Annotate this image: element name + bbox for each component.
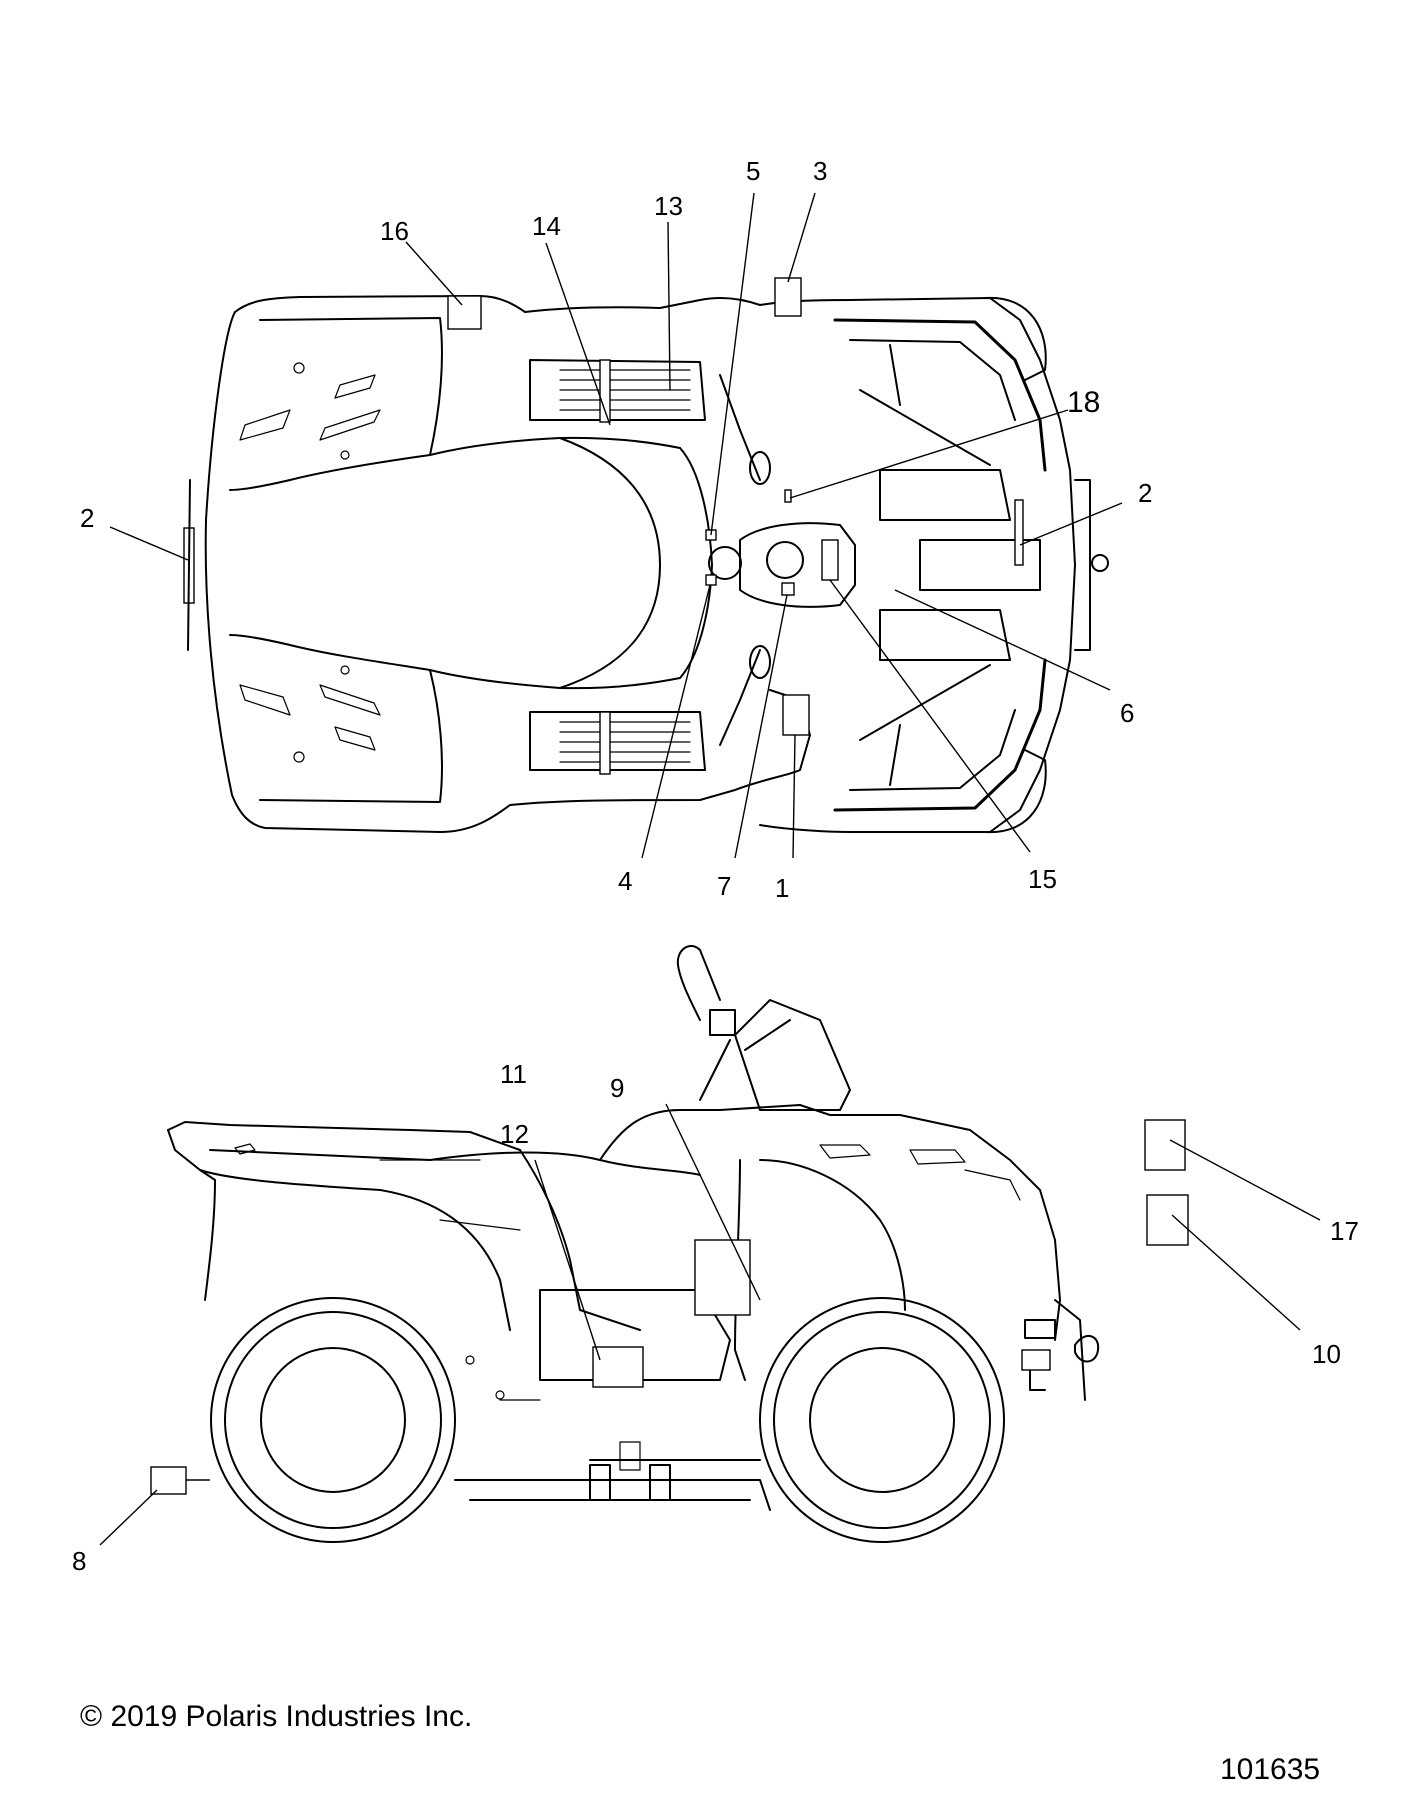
callout-13: 13 bbox=[654, 191, 683, 221]
decal-3-box bbox=[774, 277, 802, 317]
callout-7: 7 bbox=[717, 871, 731, 901]
decal-10-box bbox=[1146, 1194, 1189, 1246]
callout-17: 17 bbox=[1330, 1216, 1359, 1246]
callout-15: 15 bbox=[1028, 864, 1057, 894]
callout-8: 8 bbox=[72, 1546, 86, 1576]
callout-2-left: 2 bbox=[80, 503, 94, 533]
callout-18: 18 bbox=[1067, 386, 1100, 419]
decal-16-box bbox=[447, 295, 482, 330]
callout-2-right: 2 bbox=[1138, 478, 1152, 508]
decal-2-front-box bbox=[1014, 499, 1024, 566]
callout-12: 12 bbox=[500, 1119, 529, 1149]
copyright-notice: © 2019 Polaris Industries Inc. bbox=[80, 1700, 473, 1733]
decal-1-box bbox=[782, 694, 810, 736]
footwell-treads-bottom bbox=[559, 721, 691, 763]
callout-14: 14 bbox=[532, 211, 561, 241]
atv-top-view bbox=[183, 277, 1109, 834]
callout-9: 9 bbox=[610, 1073, 624, 1103]
callout-10: 10 bbox=[1312, 1339, 1341, 1369]
decal-7-box bbox=[781, 582, 795, 596]
decal-9-box bbox=[694, 1239, 751, 1316]
leader-lines bbox=[99, 192, 1321, 1546]
atv-side-view bbox=[150, 945, 1100, 1543]
callout-3: 3 bbox=[813, 156, 827, 186]
decal-8-box bbox=[150, 1466, 187, 1495]
callout-4: 4 bbox=[618, 866, 632, 896]
decal-12-box bbox=[592, 1346, 644, 1388]
decal-4-box bbox=[705, 574, 717, 586]
decal-front-side-box bbox=[1021, 1349, 1051, 1371]
figure-number: 101635 bbox=[1220, 1753, 1321, 1786]
callout-1: 1 bbox=[775, 873, 789, 903]
footwell-treads-top bbox=[559, 369, 691, 411]
callouts: 16 14 13 5 3 18 2 2 6 15 4 7 1 11 9 12 1… bbox=[72, 156, 1359, 1576]
callout-16: 16 bbox=[380, 216, 409, 246]
callout-6: 6 bbox=[1120, 698, 1134, 728]
decal-15-box bbox=[821, 539, 839, 581]
callout-11: 11 bbox=[500, 1059, 527, 1089]
callout-5: 5 bbox=[746, 156, 760, 186]
decal-18-box bbox=[784, 489, 792, 503]
